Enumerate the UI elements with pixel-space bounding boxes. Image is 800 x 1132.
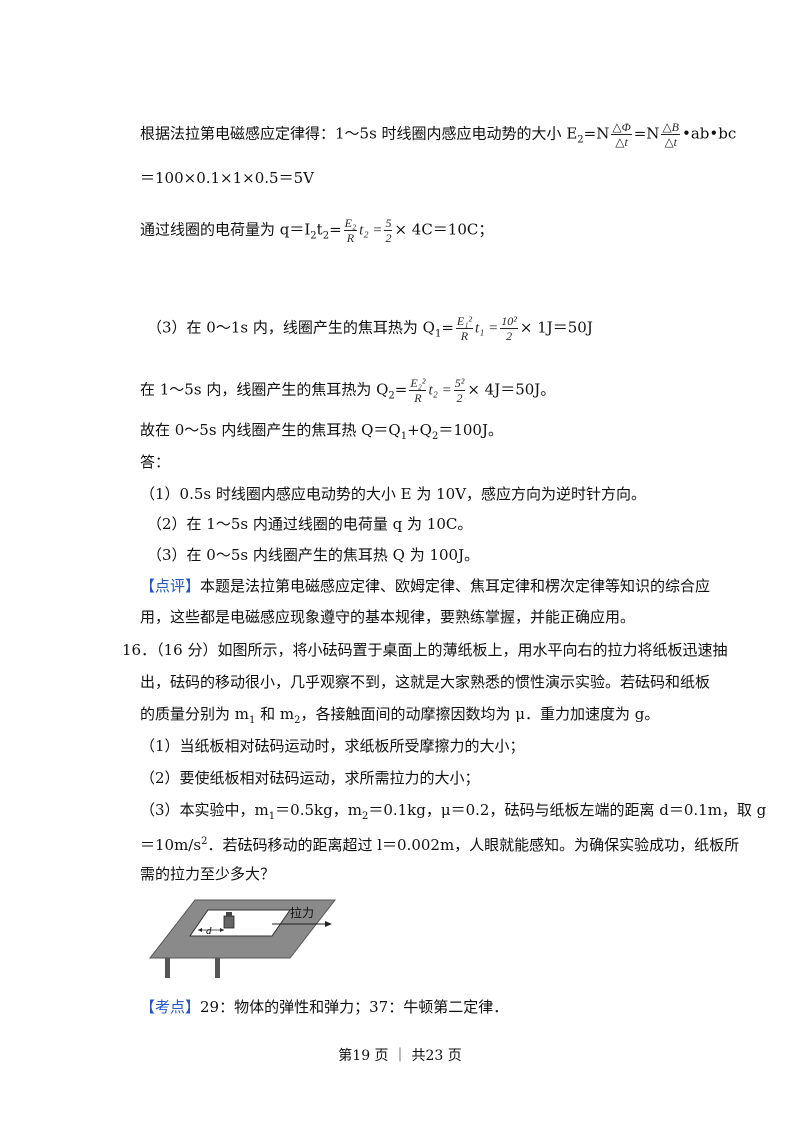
kaodian-tag: 【考点】 (140, 998, 201, 1016)
line-total-heat: 故在 0～5s 内线圈产生的焦耳热 Q＝Q1+Q2＝100J。 (140, 421, 503, 442)
question-16-part-3-cont: ＝10m/s2．若砝码移动的距离超过 l＝0.002m，人眼就能感知。为确保实验… (140, 836, 740, 854)
answer-2: （2）在 1～5s 内通过线圈的电荷量 q 为 10C。 (147, 515, 473, 533)
question-16-part-3-end: 需的拉力至少多大？ (140, 865, 276, 883)
question-16-part-1: （1）当纸板相对砝码运动时，求纸板所受摩擦力的大小； (140, 737, 525, 755)
experiment-figure: d 拉力 (148, 899, 337, 978)
answer-heading: 答： (140, 453, 171, 471)
kaodian-line: 【考点】29：物体的弹性和弹力；37：牛顿第二定律． (140, 998, 509, 1016)
force-arrow-head (325, 921, 332, 927)
comment-line-2: 用，这些都是电磁感应现象遵守的基本规律，要熟练掌握，并能正确应用。 (140, 608, 636, 626)
d-label: d (206, 925, 212, 937)
question-16-line-2: 出，砝码的移动很小，几乎观察不到，这就是大家熟悉的惯性演示实验。若砝码和纸板 (140, 673, 711, 691)
weight (223, 915, 235, 929)
line-emf-value: ＝100×0.1×1×0.5＝5V (140, 169, 314, 187)
answer-1: （1）0.5s 时线圈内感应电动势的大小 E 为 10V，感应方向为逆时针方向。 (140, 485, 647, 503)
force-label: 拉力 (290, 905, 314, 920)
question-16-part-2: （2）要使纸板相对砝码运动，求所需拉力的大小； (140, 769, 480, 787)
line-faraday-law: 根据法拉第电磁感应定律得：1～5s 时线圈内感应电动势的大小 E2=N△Φ△t=… (140, 120, 737, 149)
question-16-line-1: 16．（16 分）如图所示，将小砝码置于桌面上的薄纸板上，用水平向右的拉力将纸板… (122, 641, 728, 659)
d-arrow-left (198, 928, 202, 932)
table-leg-left (165, 958, 170, 978)
paper-board (189, 909, 291, 937)
table-leg-right (215, 958, 220, 978)
page-footer: 第19 页 ｜ 共23 页 (338, 1048, 462, 1064)
fraction-db-dt: △B△t (661, 120, 680, 149)
question-16-part-3: （3）本实验中，m1＝0.5kg，m2＝0.1kg，μ＝0.2，砝码与纸板左端的… (140, 801, 767, 822)
question-16-line-3: 的质量分别为 m1 和 m2，各接触面间的动摩擦因数均为 μ．重力加速度为 g。 (140, 705, 660, 726)
fraction-dphi-dt: △Φ△t (611, 120, 632, 149)
answer-3: （3）在 0～5s 内线圈产生的焦耳热 Q 为 100J。 (147, 546, 480, 564)
d-arrow-right (220, 928, 224, 932)
comment-tag: 【点评】 (140, 577, 201, 595)
weight-knob (226, 912, 232, 916)
comment-line-1: 【点评】本题是法拉第电磁感应定律、欧姆定律、焦耳定律和楞次定律等知识的综合应 (140, 577, 711, 595)
